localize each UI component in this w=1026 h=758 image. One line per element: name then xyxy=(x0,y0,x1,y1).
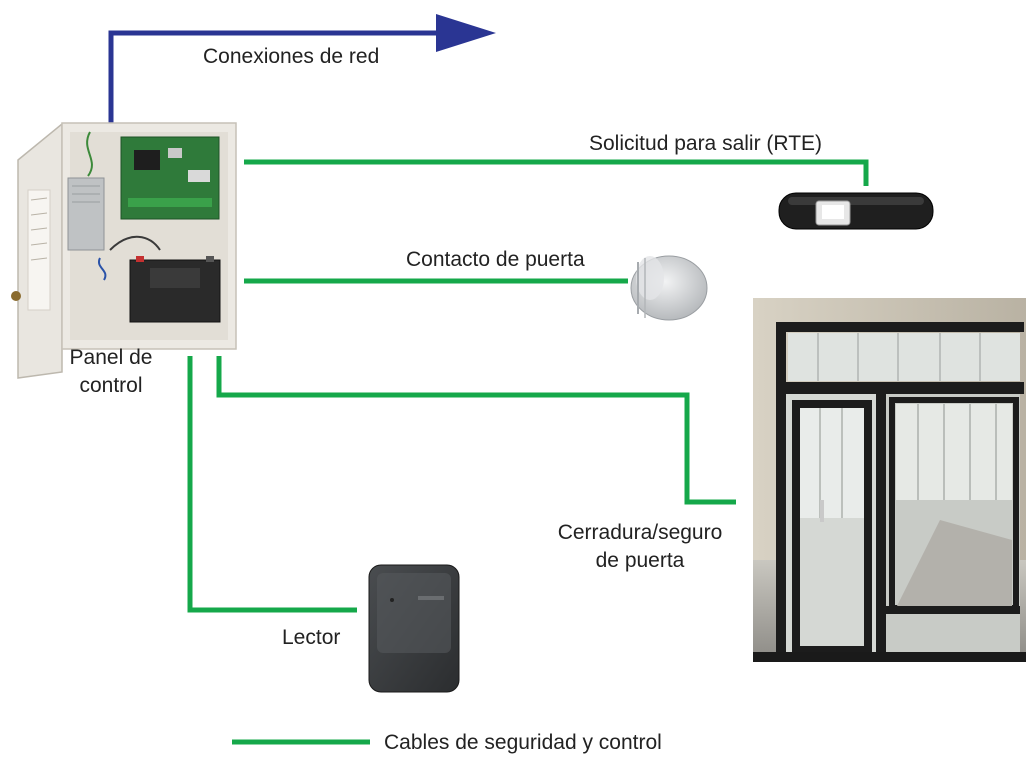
rte-label: Solicitud para salir (RTE) xyxy=(589,132,823,155)
door-contact-icon xyxy=(630,255,708,321)
arrow-head-icon xyxy=(436,14,496,52)
reader-label: Lector xyxy=(282,626,341,649)
door-contact-label: Contacto de puerta xyxy=(406,248,585,271)
rte-sensor-icon xyxy=(778,192,934,230)
reader-cable xyxy=(187,356,357,613)
card-reader-icon xyxy=(368,564,460,693)
door-lock-label-line2: de puerta xyxy=(595,549,685,572)
lock-cable xyxy=(216,356,736,505)
legend-label: Cables de seguridad y control xyxy=(384,731,662,754)
control-panel-label-line1: Panel de xyxy=(69,346,153,369)
control-cable-lines xyxy=(187,159,869,745)
network-connection-line xyxy=(108,14,496,128)
control-panel-icon xyxy=(11,122,237,379)
control-panel-label-line2: control xyxy=(79,374,143,397)
door-lock-label-line1: Cerradura/seguro xyxy=(557,521,723,544)
door-photo-icon xyxy=(753,298,1026,662)
network-label: Conexiones de red xyxy=(203,45,380,68)
rte-cable xyxy=(244,159,869,186)
